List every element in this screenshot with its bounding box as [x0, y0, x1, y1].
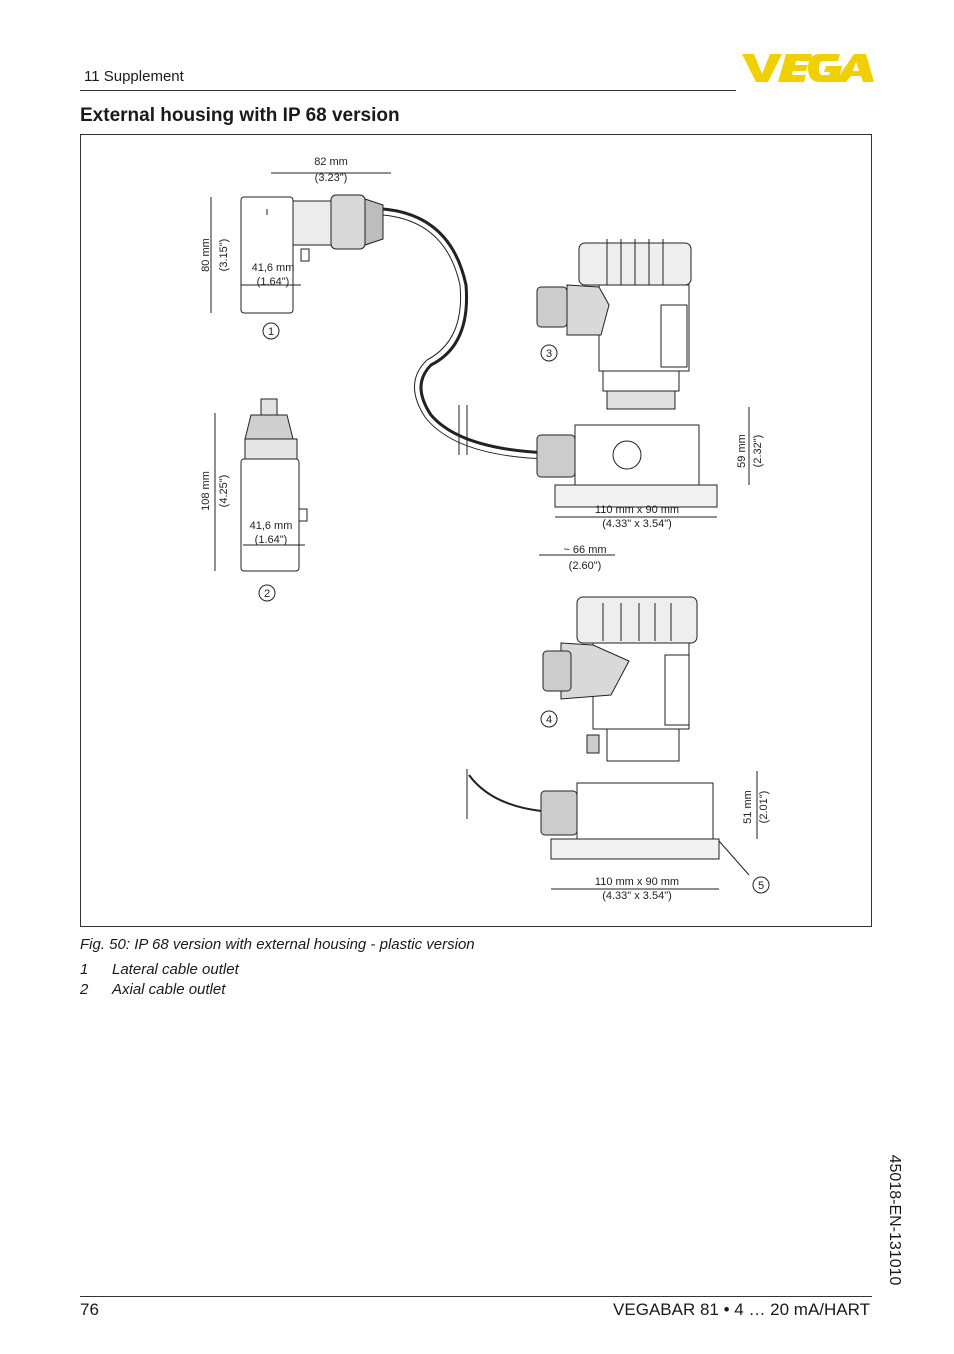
- dim-height-top-in: (2.32"): [752, 435, 764, 468]
- dim-height-bottom-in: (2.01"): [758, 791, 770, 824]
- dim-offset-in: (2.60"): [569, 560, 602, 572]
- dim-base-bottom-mm: 110 mm x 90 mm: [595, 876, 679, 888]
- dim-width-lateral-mm: 82 mm: [314, 156, 348, 168]
- dim-height-lateral-in: (3.15"): [218, 239, 230, 272]
- legend-item: 1 Lateral cable outlet: [80, 961, 239, 981]
- legend-number: 2: [80, 981, 89, 998]
- dim-dia-lateral-mm: 41,6 mm: [252, 262, 295, 274]
- dim-height-lateral-mm: 80 mm: [200, 238, 212, 272]
- document-id-text: 45018-EN-131010: [886, 1154, 903, 1286]
- document-id: 45018-EN-131010: [884, 1140, 904, 1300]
- footer-rule: [80, 1296, 872, 1297]
- dim-height-top-mm: 59 mm: [736, 434, 748, 468]
- callout-2: 2: [264, 588, 270, 600]
- product-name: VEGABAR 81 • 4 … 20 mA/HART: [613, 1300, 870, 1319]
- dim-base-top-mm: 110 mm x 90 mm: [595, 504, 679, 516]
- housing-axial-outlet: [240, 398, 308, 572]
- dim-dia-lateral-in: (1.64"): [257, 276, 290, 288]
- callout-5: 5: [758, 880, 764, 892]
- page-title: External housing with IP 68 version: [80, 105, 400, 126]
- dim-base-bottom-in: (4.33" x 3.54"): [602, 890, 672, 902]
- legend-number: 1: [80, 961, 89, 978]
- dim-height-axial-mm: 108 mm: [200, 471, 212, 511]
- dim-base-top-in: (4.33" x 3.54"): [602, 518, 672, 530]
- dim-dia-axial-mm: 41,6 mm: [250, 520, 293, 532]
- external-housing-top: [536, 239, 718, 508]
- external-housing-bottom: [466, 596, 720, 860]
- callout-1: 1: [268, 326, 274, 338]
- figure-caption: Fig. 50: IP 68 version with external hou…: [80, 936, 475, 953]
- legend-item: 2 Axial cable outlet: [80, 981, 239, 1001]
- dim-dia-axial-in: (1.64"): [255, 534, 288, 546]
- legend-text: Lateral cable outlet: [112, 961, 239, 978]
- page-number: 76: [80, 1300, 99, 1319]
- legend-text: Axial cable outlet: [112, 981, 226, 998]
- callout-4: 4: [546, 714, 552, 726]
- dim-height-bottom-mm: 51 mm: [742, 790, 754, 824]
- section-label: 11 Supplement: [84, 68, 184, 85]
- housing-lateral-outlet: [240, 194, 384, 314]
- dim-width-lateral-in: (3.23"): [315, 172, 348, 184]
- dim-height-axial-in: (4.25"): [218, 475, 230, 508]
- drawing-canvas: 82 mm (3.23") 80 mm (3.15") 41,6 mm (1.6…: [200, 156, 770, 902]
- figure-legend: 1 Lateral cable outlet 2 Axial cable out…: [80, 961, 239, 1001]
- vega-logo: [742, 54, 874, 82]
- callout-3: 3: [546, 348, 552, 360]
- dim-offset-mm: ~ 66 mm: [563, 544, 606, 556]
- technical-drawing: 82 mm (3.23") 80 mm (3.15") 41,6 mm (1.6…: [80, 134, 872, 927]
- header-rule: [80, 90, 736, 91]
